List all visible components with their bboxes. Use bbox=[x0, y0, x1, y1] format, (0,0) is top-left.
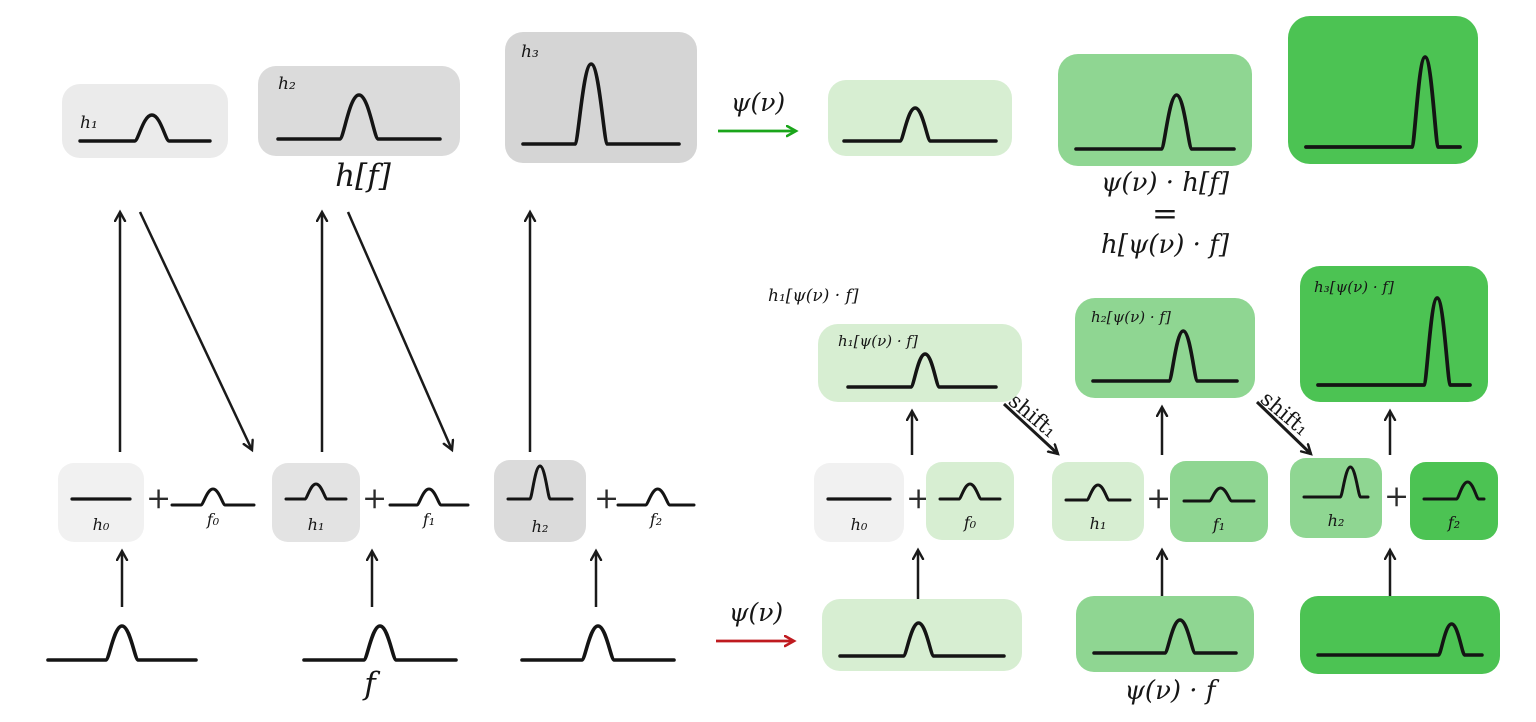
rpair1-h0-box: h₀ bbox=[814, 463, 904, 542]
rpair2-f1-curve bbox=[1182, 486, 1256, 503]
pair2-f1-label: f₁ bbox=[422, 510, 436, 529]
h2-box-label: h₂ bbox=[278, 74, 296, 94]
mid-box-2-label: h₂[ψ(ν) · f] bbox=[1091, 308, 1171, 326]
pair2-f1-curve bbox=[388, 487, 470, 507]
pair3-f2-curve bbox=[616, 487, 696, 507]
psi-f-curve-3 bbox=[1316, 622, 1484, 657]
rpair1-f0-label: f₀ bbox=[963, 513, 977, 532]
arrow-shift-2 bbox=[1255, 400, 1311, 454]
psi-nu-bottom-label: ψ(ν) bbox=[728, 598, 784, 627]
rpair3-h2-box: h₂ bbox=[1290, 458, 1382, 538]
psi-h-box-1 bbox=[828, 80, 1012, 156]
pair3-plus: + bbox=[594, 481, 620, 516]
h3-curve bbox=[521, 62, 681, 146]
equation-line-1: ψ(ν) · h[f] bbox=[1101, 168, 1229, 198]
psi-h-curve-3 bbox=[1304, 55, 1462, 149]
psi-f-curve-1 bbox=[838, 621, 1006, 658]
pair3-h2-label: h₂ bbox=[531, 517, 549, 536]
psi-f-box-3 bbox=[1300, 596, 1500, 674]
pair2-h1-box: h₁ bbox=[272, 463, 360, 542]
rpair3-f2-box: f₂ bbox=[1410, 462, 1498, 540]
rpair2-f1-label: f₁ bbox=[1212, 515, 1226, 534]
psi-h-box-2 bbox=[1058, 54, 1252, 166]
psi-h-curve-1 bbox=[842, 106, 998, 143]
f-source-curve-2 bbox=[302, 624, 458, 662]
psi-h-curve-2 bbox=[1074, 93, 1236, 151]
rpair3-h2-curve bbox=[1302, 465, 1370, 499]
rpair2-h1-curve bbox=[1064, 483, 1132, 502]
mid-box-3-label: h₃[ψ(ν) · f] bbox=[1314, 278, 1394, 296]
mid-box-1: h₁[ψ(ν) · f] bbox=[818, 324, 1022, 402]
pair1-f0-label: f₀ bbox=[206, 510, 220, 529]
psi-f-box-1 bbox=[822, 599, 1022, 671]
mid-box-3: h₃[ψ(ν) · f] bbox=[1300, 266, 1488, 402]
psi-f-caption: ψ(ν) · f bbox=[1124, 676, 1216, 706]
rpair3-f2-curve bbox=[1422, 480, 1486, 501]
arrow-shift-1 bbox=[1002, 402, 1058, 454]
pair1-h0-label: h₀ bbox=[92, 515, 110, 534]
arrow-h2-to-pair3 bbox=[346, 211, 452, 450]
pair3-f2-label: f₂ bbox=[649, 510, 663, 529]
f-source-curve-1 bbox=[46, 624, 198, 662]
pair2-plus: + bbox=[362, 481, 388, 516]
pair2-h1-label: h₁ bbox=[307, 515, 325, 534]
mid1-outside-label: h₁[ψ(ν) · f] bbox=[768, 286, 859, 306]
pair1-f0-curve bbox=[170, 487, 256, 507]
h2-box: h₂ bbox=[258, 66, 460, 156]
psi-h-box-3 bbox=[1288, 16, 1478, 164]
equation-line-2: h[ψ(ν) · f] bbox=[1101, 230, 1229, 261]
psi-f-curve-2 bbox=[1092, 618, 1238, 655]
psi-f-box-2 bbox=[1076, 596, 1254, 672]
rpair2-h1-box: h₁ bbox=[1052, 462, 1144, 541]
mid-curve-2 bbox=[1091, 329, 1239, 383]
rpair2-h1-label: h₁ bbox=[1089, 514, 1107, 533]
rpair3-plus: + bbox=[1384, 479, 1410, 514]
rpair1-h0-curve bbox=[826, 497, 892, 501]
rpair3-f2-label: f₂ bbox=[1447, 513, 1461, 532]
equation-block: ψ(ν) · h[f] = h[ψ(ν) · f] bbox=[1075, 168, 1255, 261]
h2-curve bbox=[276, 93, 442, 141]
mid-curve-1 bbox=[846, 352, 998, 389]
pair1-plus: + bbox=[146, 481, 172, 516]
h3-box: h₃ bbox=[505, 32, 697, 163]
f-caption: f bbox=[364, 666, 376, 702]
equation-equals: = bbox=[1152, 196, 1178, 233]
pair3-h2-box: h₂ bbox=[494, 460, 586, 542]
arrow-h1-to-pair2 bbox=[138, 211, 252, 450]
rpair2-plus: + bbox=[1146, 481, 1172, 516]
pair1-h0-box: h₀ bbox=[58, 463, 144, 542]
h1-box-label: h₁ bbox=[80, 113, 98, 133]
rpair1-f0-curve bbox=[938, 482, 1002, 501]
rpair1-h0-label: h₀ bbox=[850, 515, 868, 534]
h1-box: h₁ bbox=[62, 84, 228, 158]
rpair3-h2-label: h₂ bbox=[1327, 511, 1345, 530]
h-of-f-caption: h[f] bbox=[335, 158, 391, 194]
h3-box-label: h₃ bbox=[521, 42, 539, 62]
f-source-curve-3 bbox=[520, 624, 676, 662]
mid-box-2: h₂[ψ(ν) · f] bbox=[1075, 298, 1255, 398]
rpair1-f0-box: f₀ bbox=[926, 462, 1014, 540]
pair3-h2-curve bbox=[506, 464, 574, 501]
h1-curve bbox=[78, 113, 212, 143]
rpair2-f1-box: f₁ bbox=[1170, 461, 1268, 542]
pair1-h0-curve bbox=[70, 497, 132, 501]
pair2-h1-curve bbox=[284, 482, 348, 501]
psi-nu-top-label: ψ(ν) bbox=[730, 88, 786, 117]
mid-curve-3 bbox=[1316, 296, 1472, 387]
mid-box-1-label: h₁[ψ(ν) · f] bbox=[838, 332, 918, 350]
